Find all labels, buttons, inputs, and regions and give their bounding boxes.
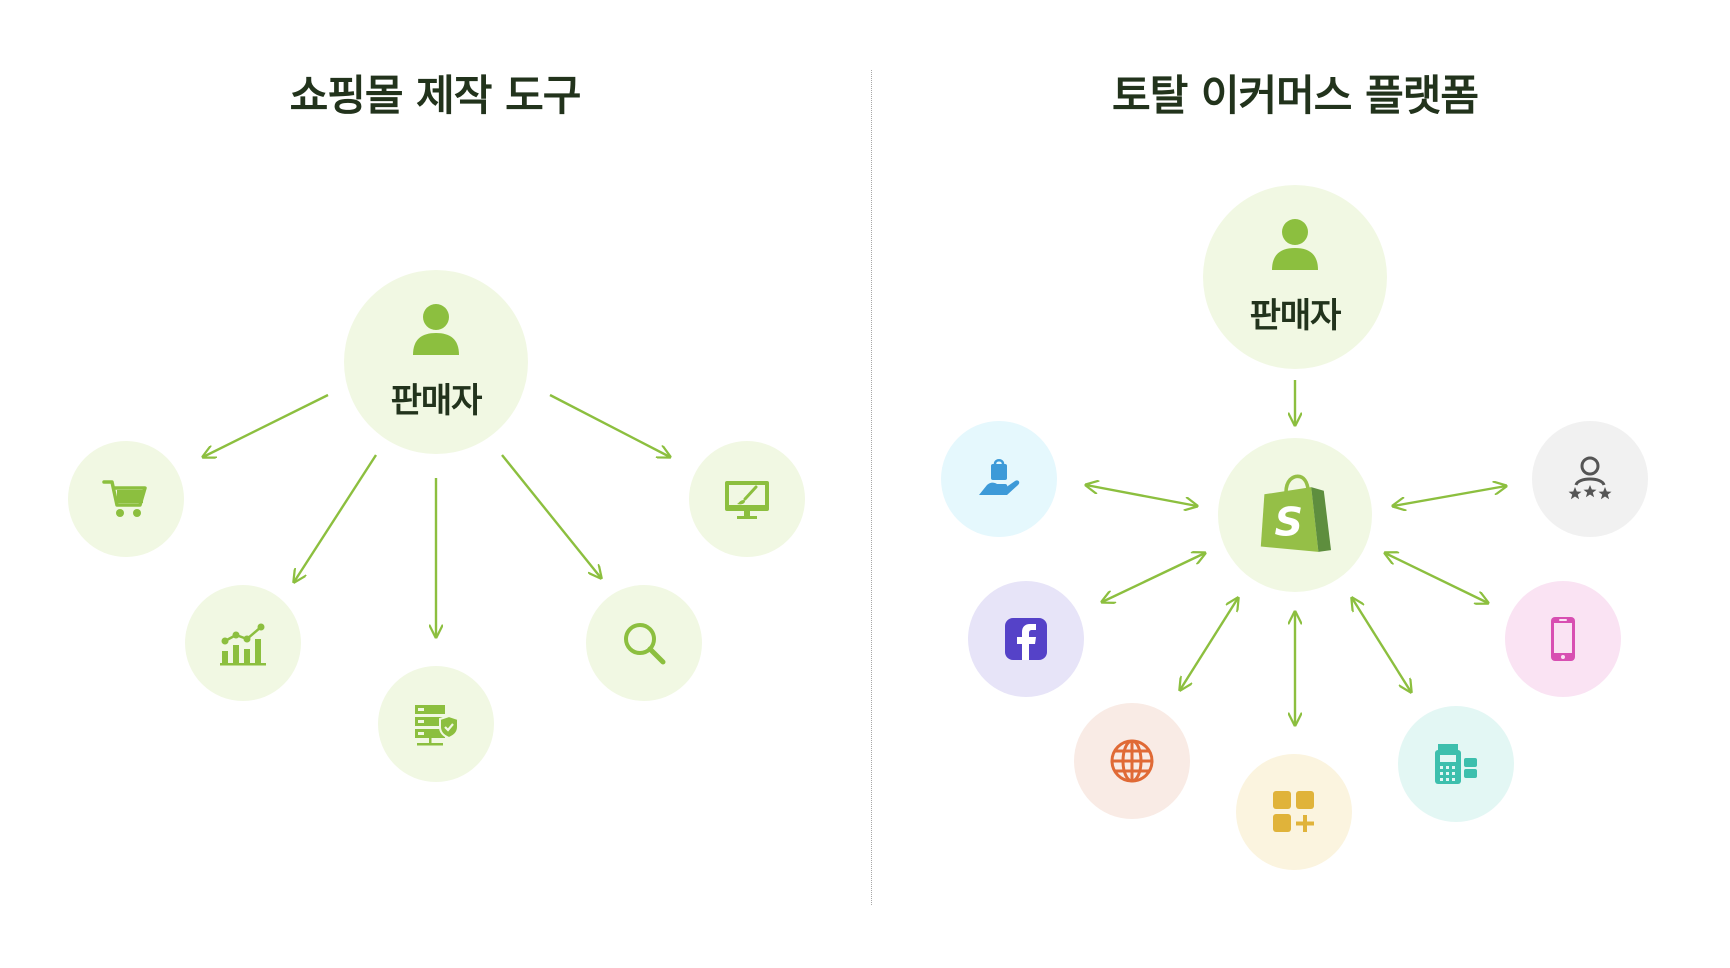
facebook-icon (1005, 618, 1047, 660)
search-tool-node (586, 585, 702, 701)
arrow-to-analytics (294, 454, 378, 582)
in-person-channel-node (941, 421, 1057, 537)
center-divider (871, 70, 872, 905)
arrow-hand-bag (1086, 485, 1197, 506)
facebook-channel-node (968, 581, 1084, 697)
review-channel-node (1532, 421, 1648, 537)
seller-label: 판매자 (1249, 295, 1342, 336)
customer-review-icon (1568, 456, 1612, 500)
svg-text:S: S (1274, 500, 1303, 546)
left-title: 쇼핑몰 제작 도구 (289, 71, 582, 120)
platform-center-node: S (1218, 438, 1372, 592)
analytics-tool-node (185, 585, 301, 701)
arrow-to-cart (203, 393, 329, 457)
apps-channel-node (1236, 754, 1352, 870)
design-tool-node (689, 441, 805, 557)
arrow-pos (1352, 598, 1411, 692)
globe-icon (1110, 739, 1154, 783)
mobile-phone-icon (1551, 617, 1575, 661)
person-icon (413, 303, 459, 355)
apps-grid-icon (1273, 791, 1314, 832)
arrow-to-search (501, 454, 601, 578)
arrow-to-design (549, 393, 670, 457)
arrow-mobile (1385, 553, 1488, 603)
web-channel-node (1074, 703, 1190, 819)
seller-node-right: 판매자 (1203, 185, 1387, 369)
seller-node-left: 판매자 (344, 270, 528, 454)
right-title: 토탈 이커머스 플랫폼 (1111, 71, 1479, 120)
hand-shopping-bag-icon (979, 459, 1020, 495)
arrow-review (1393, 486, 1506, 506)
pos-channel-node (1398, 706, 1514, 822)
mobile-channel-node (1505, 581, 1621, 697)
person-icon (1272, 218, 1318, 270)
arrow-facebook (1102, 553, 1205, 602)
shopify-bag-icon: S (1260, 474, 1331, 552)
secure-server-icon (415, 705, 459, 746)
seller-label: 판매자 (390, 380, 483, 421)
cart-tool-node (68, 441, 184, 557)
shopping-cart-icon (102, 480, 147, 517)
design-monitor-icon (725, 481, 769, 519)
pos-terminal-icon (1435, 744, 1477, 784)
search-icon (624, 623, 666, 665)
arrow-globe (1180, 598, 1238, 690)
analytics-chart-icon (220, 623, 266, 666)
server-tool-node (378, 666, 494, 782)
